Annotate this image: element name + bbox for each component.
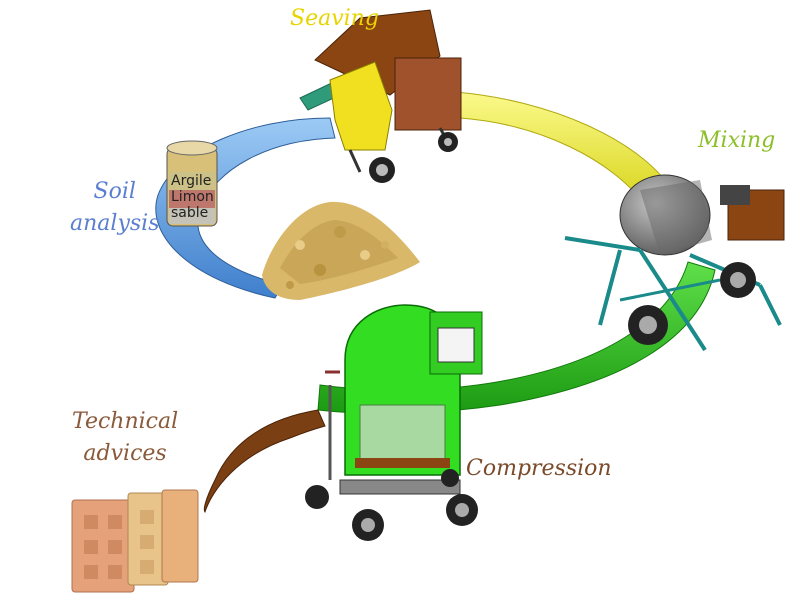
jar-label-line1: Argile [171, 173, 212, 189]
label-mixing: Mixing [698, 128, 776, 153]
soil-sample-jar [166, 140, 218, 227]
label-seaving: Seaving [290, 6, 379, 31]
label-technical-line1: Technical [72, 409, 179, 434]
ring-segment-brown [203, 409, 326, 513]
label-compression: Compression [466, 456, 612, 481]
label-soil-line1: Soil [93, 179, 136, 204]
label-technical-line2: advices [83, 441, 167, 466]
jar-label-line3: sable [171, 205, 209, 221]
soil-pile [262, 201, 420, 300]
jar-label-line2: Limon [171, 189, 214, 205]
jar-label: Argile Limon sable [171, 173, 217, 221]
compression-press [305, 304, 483, 541]
sieve-machine [299, 9, 462, 183]
earth-blocks [71, 489, 199, 593]
label-technical-advices: Technical advices [72, 406, 178, 470]
label-soil-line2: analysis [70, 211, 160, 236]
label-soil-analysis: Soil analysis [70, 176, 159, 240]
mixer-machine [564, 174, 785, 352]
